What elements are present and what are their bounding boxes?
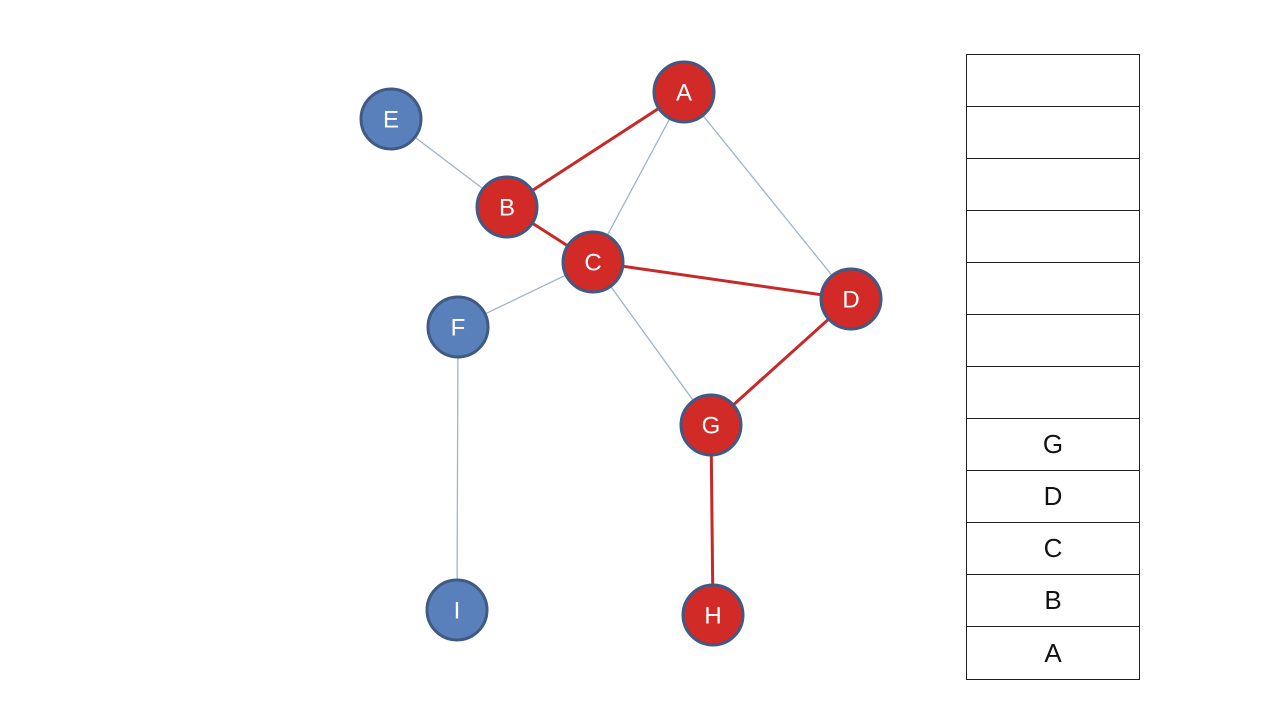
node-circle xyxy=(475,175,539,239)
node-label: I xyxy=(454,598,461,625)
node-label: G xyxy=(702,413,721,440)
stack-slot-a: A xyxy=(1044,637,1062,668)
node-a: A xyxy=(652,60,716,124)
node-g: G xyxy=(679,393,743,457)
node-label: B xyxy=(499,195,515,222)
node-i: I xyxy=(425,578,489,642)
node-circle xyxy=(359,87,423,151)
edge-c-d xyxy=(592,260,852,301)
nodes-layer: A B C D E F G H I xyxy=(359,60,883,647)
node-label: H xyxy=(704,603,721,630)
stack-slot xyxy=(967,159,1139,211)
node-c: C xyxy=(561,230,625,294)
node-circle xyxy=(652,60,716,124)
edge-c-g xyxy=(592,261,712,426)
edge-a-b xyxy=(506,90,685,209)
stack-slot-g: G xyxy=(967,419,1139,471)
stack-slot-d: D xyxy=(967,471,1139,523)
node-f: F xyxy=(426,295,490,359)
node-circle xyxy=(425,578,489,642)
node-circle xyxy=(681,583,745,647)
stack-slot xyxy=(967,315,1139,367)
node-label: C xyxy=(584,250,601,277)
stack-slot xyxy=(967,211,1139,263)
node-label: A xyxy=(676,80,692,107)
edge-g-h xyxy=(709,424,715,616)
node-circle xyxy=(426,295,490,359)
node-b: B xyxy=(475,175,539,239)
stack-slot-c: C xyxy=(967,523,1139,575)
node-e: E xyxy=(359,87,423,151)
stack-slot xyxy=(967,55,1139,107)
stack-container: G D C B A xyxy=(966,54,1140,680)
node-label: E xyxy=(383,107,399,134)
stack-slot xyxy=(967,107,1139,159)
edge-a-c xyxy=(592,91,685,263)
node-circle xyxy=(819,267,883,331)
node-h: H xyxy=(681,583,745,647)
edge-f-i xyxy=(456,326,459,611)
node-circle xyxy=(561,230,625,294)
node-circle xyxy=(679,393,743,457)
node-label: F xyxy=(451,315,466,342)
edge-a-d xyxy=(683,91,852,300)
stack-slot xyxy=(967,367,1139,419)
stack-slot xyxy=(967,263,1139,315)
node-d: D xyxy=(819,267,883,331)
node-label: D xyxy=(842,287,859,314)
stack-slot-b: B xyxy=(967,575,1139,627)
